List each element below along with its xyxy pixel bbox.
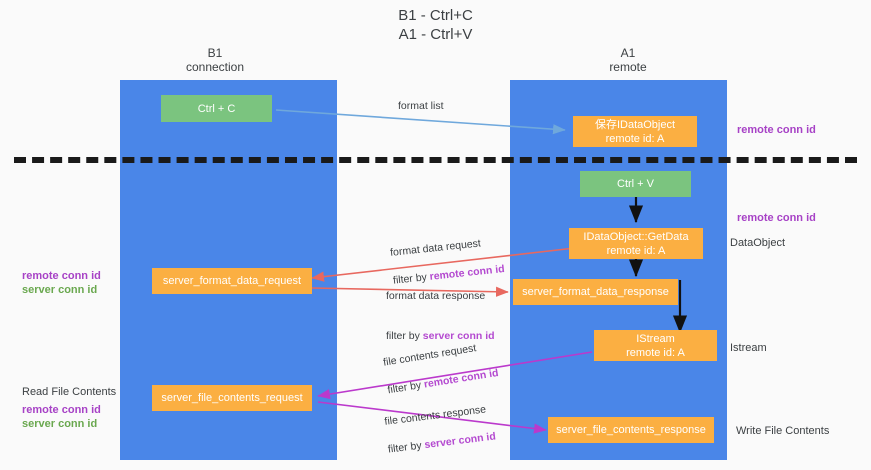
- node-istream[interactable]: IStream remote id: A: [594, 330, 717, 361]
- side-label-left-server-conn-id-2: server conn id: [22, 418, 98, 430]
- filter-prefix: filter by: [386, 378, 425, 397]
- edge-label-format-data-response-filter: filter by server conn id: [386, 329, 495, 343]
- edge-label-file-contents-request-title: file contents request: [382, 342, 478, 369]
- filter-prefix: filter by: [386, 330, 423, 342]
- side-label-write-file-contents: Write File Contents: [736, 425, 830, 437]
- side-label-remote-conn-id-mid: remote conn id: [737, 212, 816, 224]
- filter-key: server conn id: [423, 430, 497, 452]
- node-server-file-contents-request[interactable]: server_file_contents_request: [152, 385, 312, 411]
- side-label-left-remote-conn-id: remote conn id: [22, 270, 101, 282]
- node-idataobject-getdata[interactable]: IDataObject::GetData remote id: A: [569, 228, 703, 259]
- node-server-file-contents-response[interactable]: server_file_contents_response: [548, 417, 714, 443]
- side-label-left-remote-conn-id-2: remote conn id: [22, 404, 101, 416]
- lane-header-a1: A1 remote: [609, 46, 647, 74]
- phase-divider: [14, 157, 857, 163]
- edge-label-file-contents-response: file contents response filter by server …: [382, 388, 498, 470]
- node-ctrl-v[interactable]: Ctrl + V: [580, 171, 691, 197]
- side-label-read-file-contents: Read File Contents: [22, 386, 117, 398]
- edge-label-format-data-request-title: format data request: [389, 237, 482, 259]
- filter-key: server conn id: [422, 330, 495, 342]
- edge-label-file-contents-response-filter: filter by server conn id: [387, 429, 496, 456]
- node-idataobject[interactable]: 保存IDataObject remote id: A: [573, 116, 697, 147]
- edge-label-format-data-response-title: format data response: [386, 290, 486, 302]
- page-title: B1 - Ctrl+C A1 - Ctrl+V: [398, 7, 473, 43]
- node-ctrl-c[interactable]: Ctrl + C: [161, 95, 272, 122]
- node-server-format-data-request[interactable]: server_format_data_request: [152, 268, 312, 294]
- lane-header-b1: B1 connection: [185, 46, 245, 74]
- node-server-format-data-response[interactable]: server_format_data_response: [513, 279, 678, 305]
- side-label-dataobject: DataObject: [730, 237, 786, 249]
- edge-label-format-list: format list: [398, 100, 444, 112]
- filter-prefix: filter by: [387, 439, 426, 456]
- side-label-left-server-conn-id: server conn id: [22, 284, 98, 296]
- edge-label-file-contents-response-title: file contents response: [383, 403, 487, 428]
- side-label-istream: Istream: [730, 342, 767, 354]
- side-label-remote-conn-id-top: remote conn id: [737, 124, 816, 136]
- edge-label-format-data-response: format data response filter by server co…: [386, 275, 495, 357]
